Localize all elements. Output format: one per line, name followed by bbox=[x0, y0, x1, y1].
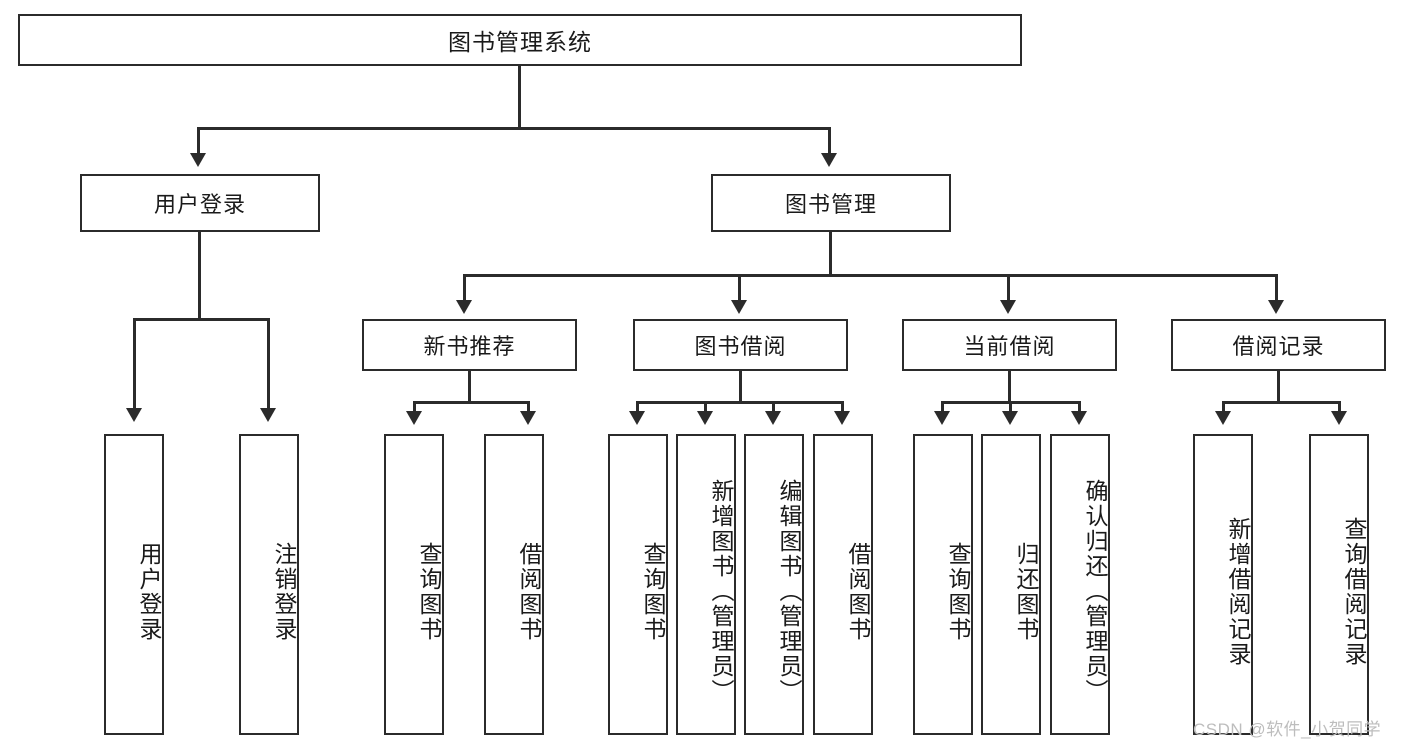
node-new-book-recommend[interactable]: 新书推荐 bbox=[362, 319, 577, 371]
arrowhead-leaf-return-book bbox=[1002, 411, 1018, 425]
edge-bookborrow-drop-2 bbox=[704, 401, 707, 413]
node-label: 图书管理 bbox=[784, 192, 877, 217]
arrowhead-leaf-edit-book bbox=[765, 411, 781, 425]
edge-currentborrow-drop-1 bbox=[941, 401, 944, 413]
arrowhead-leaf-borrow-book-1 bbox=[520, 411, 536, 425]
leaf-add-borrow-record[interactable]: 新增借阅记录 bbox=[1193, 434, 1253, 735]
edge-bookmanage-bus bbox=[463, 274, 1278, 277]
leaf-query-book-2[interactable]: 查询图书 bbox=[608, 434, 668, 735]
leaf-query-book-1[interactable]: 查询图书 bbox=[384, 434, 444, 735]
node-user-login[interactable]: 用户登录 bbox=[80, 174, 320, 232]
leaf-return-book[interactable]: 归还图书 bbox=[981, 434, 1041, 735]
edge-borrowrecord-drop-1 bbox=[1222, 401, 1225, 413]
edge-bookborrow-trunk bbox=[739, 371, 742, 404]
leaf-borrow-book-2[interactable]: 借阅图书 bbox=[813, 434, 873, 735]
node-label: 新增图书（管理员） bbox=[708, 479, 734, 704]
edge-root-drop-right bbox=[828, 127, 831, 155]
node-label: 查询图书 bbox=[640, 541, 666, 642]
node-label: 注销登录 bbox=[271, 541, 297, 642]
arrowhead-user-login bbox=[190, 153, 206, 167]
leaf-borrow-book-1[interactable]: 借阅图书 bbox=[484, 434, 544, 735]
node-label: 借阅图书 bbox=[516, 541, 542, 642]
node-label: 图书借阅 bbox=[694, 334, 787, 359]
node-book-manage[interactable]: 图书管理 bbox=[711, 174, 951, 232]
arrowhead-leaf-user-login bbox=[126, 408, 142, 422]
leaf-logout[interactable]: 注销登录 bbox=[239, 434, 299, 735]
leaf-confirm-return-admin[interactable]: 确认归还（管理员） bbox=[1050, 434, 1110, 735]
edge-currentborrow-drop-2 bbox=[1009, 401, 1012, 413]
edge-bookmanage-drop-3 bbox=[1007, 274, 1010, 302]
edge-bookmanage-trunk bbox=[829, 232, 832, 277]
arrowhead-leaf-logout bbox=[260, 408, 276, 422]
arrowhead-leaf-query-borrow-record bbox=[1331, 411, 1347, 425]
edge-bookborrow-drop-1 bbox=[636, 401, 639, 413]
edge-userlogin-trunk bbox=[198, 232, 201, 320]
watermark-csdn: CSDN @软件_小贺同学 bbox=[1193, 720, 1382, 739]
node-label: 查询图书 bbox=[416, 541, 442, 642]
edge-bookborrow-bus bbox=[636, 401, 844, 404]
node-borrow-record[interactable]: 借阅记录 bbox=[1171, 319, 1386, 371]
node-label: 新增借阅记录 bbox=[1225, 516, 1251, 667]
node-book-borrow[interactable]: 图书借阅 bbox=[633, 319, 848, 371]
arrowhead-leaf-confirm-return bbox=[1071, 411, 1087, 425]
arrowhead-current-borrow bbox=[1000, 300, 1016, 314]
edge-root-drop-left bbox=[197, 127, 200, 155]
edge-newbook-bus bbox=[413, 401, 530, 404]
node-label: 查询图书 bbox=[945, 541, 971, 642]
leaf-query-borrow-record[interactable]: 查询借阅记录 bbox=[1309, 434, 1369, 735]
edge-currentborrow-drop-3 bbox=[1078, 401, 1081, 413]
edge-bookborrow-drop-3 bbox=[772, 401, 775, 413]
arrowhead-new-book-rec bbox=[456, 300, 472, 314]
node-label: 确认归还（管理员） bbox=[1082, 479, 1108, 704]
edge-userlogin-drop-1 bbox=[133, 318, 136, 410]
edge-bookborrow-drop-4 bbox=[841, 401, 844, 413]
edge-newbook-drop-1 bbox=[413, 401, 416, 413]
node-label: 归还图书 bbox=[1013, 541, 1039, 642]
node-root-system[interactable]: 图书管理系统 bbox=[18, 14, 1022, 66]
edge-newbook-drop-2 bbox=[527, 401, 530, 413]
arrowhead-borrow-record bbox=[1268, 300, 1284, 314]
node-label: 借阅记录 bbox=[1232, 334, 1325, 359]
node-label: 借阅图书 bbox=[845, 541, 871, 642]
leaf-user-login[interactable]: 用户登录 bbox=[104, 434, 164, 735]
edge-bookmanage-drop-4 bbox=[1275, 274, 1278, 302]
edge-borrowrecord-bus bbox=[1222, 401, 1341, 404]
node-label: 用户登录 bbox=[153, 192, 246, 217]
edge-borrowrecord-trunk bbox=[1277, 371, 1280, 404]
node-label: 编辑图书（管理员） bbox=[776, 479, 802, 704]
arrowhead-leaf-add-borrow-record bbox=[1215, 411, 1231, 425]
node-current-borrow[interactable]: 当前借阅 bbox=[902, 319, 1117, 371]
arrowhead-book-borrow bbox=[731, 300, 747, 314]
edge-root-trunk bbox=[518, 66, 521, 129]
edge-borrowrecord-drop-2 bbox=[1338, 401, 1341, 413]
leaf-add-book-admin[interactable]: 新增图书（管理员） bbox=[676, 434, 736, 735]
arrowhead-leaf-query-book-1 bbox=[406, 411, 422, 425]
edge-newbook-trunk bbox=[468, 371, 471, 404]
node-label: 新书推荐 bbox=[423, 334, 516, 359]
edge-bookmanage-drop-1 bbox=[463, 274, 466, 302]
node-label: 查询借阅记录 bbox=[1341, 516, 1367, 667]
edge-bookmanage-drop-2 bbox=[738, 274, 741, 302]
edge-root-bus bbox=[197, 127, 831, 130]
leaf-query-book-3[interactable]: 查询图书 bbox=[913, 434, 973, 735]
edge-currentborrow-trunk bbox=[1008, 371, 1011, 404]
arrowhead-book-manage bbox=[821, 153, 837, 167]
arrowhead-leaf-add-book bbox=[697, 411, 713, 425]
edge-userlogin-bus bbox=[133, 318, 270, 321]
leaf-edit-book-admin[interactable]: 编辑图书（管理员） bbox=[744, 434, 804, 735]
node-label: 用户登录 bbox=[136, 541, 162, 642]
arrowhead-leaf-borrow-book-2 bbox=[834, 411, 850, 425]
node-label: 图书管理系统 bbox=[448, 29, 592, 55]
node-label: 当前借阅 bbox=[963, 334, 1056, 359]
arrowhead-leaf-query-book-3 bbox=[934, 411, 950, 425]
arrowhead-leaf-query-book-2 bbox=[629, 411, 645, 425]
edge-userlogin-drop-2 bbox=[267, 318, 270, 410]
